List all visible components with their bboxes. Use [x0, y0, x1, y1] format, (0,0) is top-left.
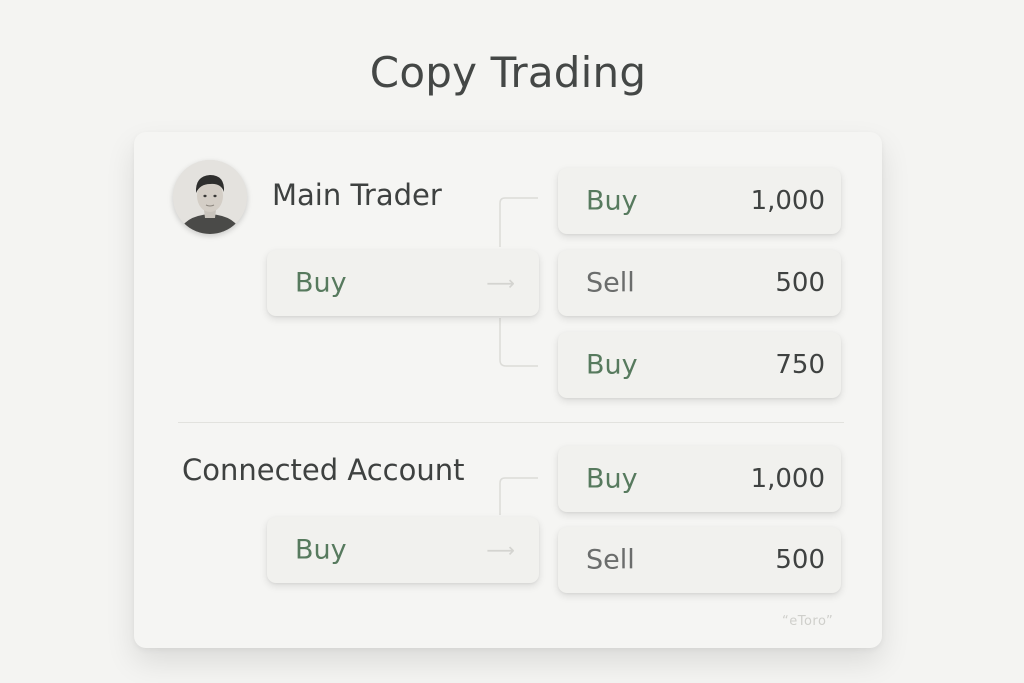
- brand-watermark: “eToro”: [782, 614, 834, 629]
- arrow-right-icon: ⟶: [486, 271, 515, 295]
- order-side: Buy: [586, 185, 638, 217]
- main-trader-label: Main Trader: [272, 178, 442, 212]
- trader-avatar-icon[interactable]: [173, 160, 247, 234]
- page-title: Copy Trading: [369, 48, 647, 97]
- copied-order-row[interactable]: Sell 500: [558, 527, 841, 593]
- order-side: Buy: [586, 349, 638, 381]
- arrow-right-icon: ⟶: [486, 538, 515, 562]
- connected-account-label: Connected Account: [182, 453, 465, 487]
- order-side: Buy: [295, 534, 347, 566]
- order-amount: 750: [775, 350, 825, 380]
- copied-order-row[interactable]: Buy 750: [558, 332, 841, 398]
- connected-account-source-order[interactable]: Buy ⟶: [267, 517, 539, 583]
- main-trader-source-order[interactable]: Buy ⟶: [267, 250, 539, 316]
- order-amount: 1,000: [750, 464, 825, 494]
- order-amount: 500: [775, 268, 825, 298]
- copied-order-row[interactable]: Sell 500: [558, 250, 841, 316]
- order-side: Sell: [586, 544, 635, 576]
- order-side: Buy: [295, 267, 347, 299]
- order-amount: 500: [775, 545, 825, 575]
- copied-order-row[interactable]: Buy 1,000: [558, 168, 841, 234]
- order-side: Buy: [586, 463, 638, 495]
- order-side: Sell: [586, 267, 635, 299]
- copied-order-row[interactable]: Buy 1,000: [558, 446, 841, 512]
- order-amount: 1,000: [750, 186, 825, 216]
- section-divider: [178, 422, 844, 423]
